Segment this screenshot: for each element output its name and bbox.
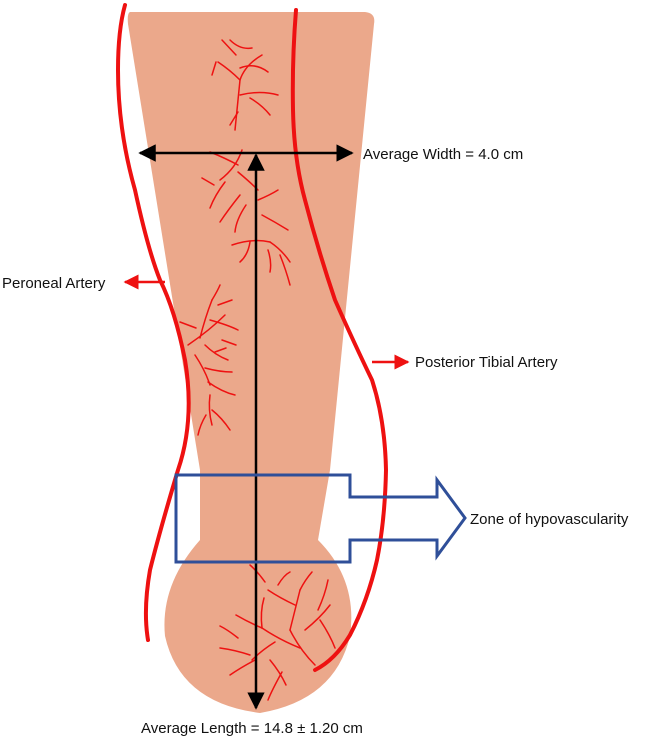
- branch-vessels-middle: [179, 284, 239, 436]
- length-label: Average Length = 14.8 ± 1.20 cm: [141, 720, 363, 737]
- hypovascular-zone-box: [174, 473, 467, 564]
- posterior-tibial-artery: [290, 8, 389, 672]
- width-label: Average Width = 4.0 cm: [363, 146, 523, 163]
- hypovascular-zone-label: Zone of hypovascularity: [470, 511, 629, 528]
- tendon-body: [127, 12, 375, 713]
- peroneal-artery-label: Peroneal Artery: [2, 275, 106, 292]
- posterior-tibial-artery-label: Posterior Tibial Artery: [415, 354, 558, 371]
- peroneal-artery: [115, 3, 191, 642]
